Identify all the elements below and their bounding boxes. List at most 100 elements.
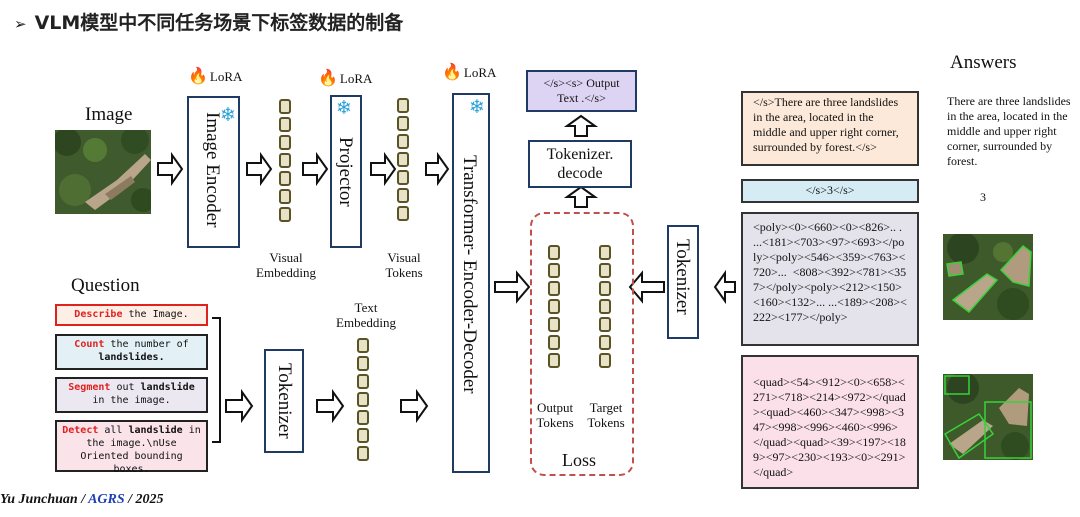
lora-label: LoRA (209, 69, 243, 84)
visual-embedding-label: Visual Embedding (256, 250, 316, 280)
text-embedding-label: Text Embedding (336, 300, 396, 330)
question-keyword: Describe (74, 309, 123, 320)
arrow-answers-to-tokenizer (713, 269, 736, 305)
question-object: landslides. (98, 352, 165, 363)
snowflake-frozen-icon: ❄ (469, 96, 485, 118)
question-segment: Segment out landslide in the image. (55, 377, 208, 413)
target-tokenizer-module: Tokenizer (667, 225, 699, 339)
answers-label: Answers (950, 52, 1017, 73)
visual-tokens-label: Visual Tokens (385, 250, 423, 280)
token (397, 134, 409, 149)
token (599, 317, 611, 332)
transformer-encoder-decoder-module: Transformer- Encoder-Decoder (452, 93, 490, 473)
token (548, 245, 560, 260)
question-count: Count the number of landslides. (55, 334, 208, 370)
input-satellite-image (55, 130, 151, 214)
token (397, 206, 409, 221)
question-text: out (110, 382, 141, 393)
question-text: all (98, 425, 129, 436)
token (397, 188, 409, 203)
question-keyword: Detect (62, 425, 99, 436)
token (548, 281, 560, 296)
slide-title: ➢VLM模型中不同任务场景下标签数据的制备 (14, 8, 403, 35)
token (279, 207, 291, 222)
token (357, 338, 369, 353)
token (357, 410, 369, 425)
lora-tag-projector: 🔥LoRA (318, 68, 372, 88)
fire-icon: 🔥 (188, 68, 208, 85)
lora-label: LoRA (463, 65, 497, 80)
transformer-label: Transformer- Encoder-Decoder (459, 155, 480, 394)
snowflake-frozen-icon: ❄ (336, 97, 352, 119)
question-object: landslide (128, 425, 183, 436)
token (357, 446, 369, 461)
question-object: landslide (140, 382, 195, 393)
question-text: in the image.\nUse Oriented bounding box… (80, 425, 201, 475)
footer-year: / 2025 (124, 492, 164, 507)
segmentation-result-image (943, 234, 1033, 320)
question-text: in the image. (92, 395, 171, 406)
token (279, 117, 291, 132)
question-keyword: Count (74, 339, 105, 350)
token (599, 299, 611, 314)
arrow-encoder-to-embedding (246, 151, 273, 187)
token (397, 116, 409, 131)
token (279, 99, 291, 114)
token (397, 170, 409, 185)
token (397, 98, 409, 113)
target-tokens-label: Target Tokens (587, 400, 625, 430)
token (548, 317, 560, 332)
arrow-tokenizer-to-textembed (316, 388, 345, 424)
question-text: the Image. (122, 309, 189, 320)
answer-segment-box: <poly><0><660><0><826>.. . ...<181><703>… (741, 212, 919, 346)
question-detect: Detect all landslide in the image.\nUse … (55, 420, 208, 475)
image-label: Image (85, 104, 133, 125)
question-keyword: Segment (68, 382, 111, 393)
loss-label: Loss (562, 450, 597, 470)
token (599, 353, 611, 368)
token (599, 281, 611, 296)
arrow-decode-to-output (563, 114, 599, 137)
fire-icon: 🔥 (442, 64, 462, 81)
answer-count-box: </s>3</s> (741, 179, 919, 203)
tokenizer-decode-module: Tokenizer. decode (528, 140, 632, 188)
answer-describe-box: </s>There are three landslides in the ar… (741, 91, 919, 166)
arrow-tokenizer-to-loss (628, 270, 665, 304)
token (279, 153, 291, 168)
fire-icon: 🔥 (318, 70, 338, 87)
answer-describe-text: There are three landslides in the area, … (947, 94, 1071, 168)
token (599, 263, 611, 278)
question-text: the number of (110, 339, 189, 350)
arrow-image-to-encoder (157, 151, 184, 187)
arrow-transformer-to-loss (494, 270, 531, 304)
token (357, 392, 369, 407)
question-bracket (212, 317, 221, 443)
text-tokenizer-module: Tokenizer (264, 349, 304, 453)
output-text-box: </s><s> Output Text .</s> (526, 70, 637, 112)
answer-count-text: 3 (980, 190, 986, 204)
arrow-question-to-tokenizer (225, 388, 254, 424)
question-describe: Describe the Image. (55, 304, 208, 326)
token (357, 428, 369, 443)
arrow-textembed-to-transformer (400, 388, 429, 424)
target-tokenizer-label: Tokenizer (672, 239, 693, 315)
token (279, 171, 291, 186)
lora-tag-encoder: 🔥LoRA (188, 66, 242, 86)
tokenizer-decode-label: Tokenizer. decode (546, 146, 614, 182)
output-text-label: </s><s> Output Text .</s> (543, 76, 620, 105)
token (279, 135, 291, 150)
image-encoder-module: Image Encoder (187, 96, 240, 248)
arrow-embedding-to-projector (302, 151, 329, 187)
output-tokens-label: Output Tokens (536, 400, 574, 430)
projector-module: Projector (330, 95, 362, 248)
arrow-loss-to-decode (563, 185, 599, 208)
token (397, 152, 409, 167)
snowflake-frozen-icon: ❄ (220, 104, 236, 126)
footer-author: Yu Junchuan / (0, 492, 89, 507)
arrow-tokens-to-transformer (425, 151, 450, 187)
answer-detect-box: <quad><54><912><0><658><271><718><214><9… (741, 355, 919, 489)
token (599, 245, 611, 260)
token (599, 335, 611, 350)
token (548, 299, 560, 314)
